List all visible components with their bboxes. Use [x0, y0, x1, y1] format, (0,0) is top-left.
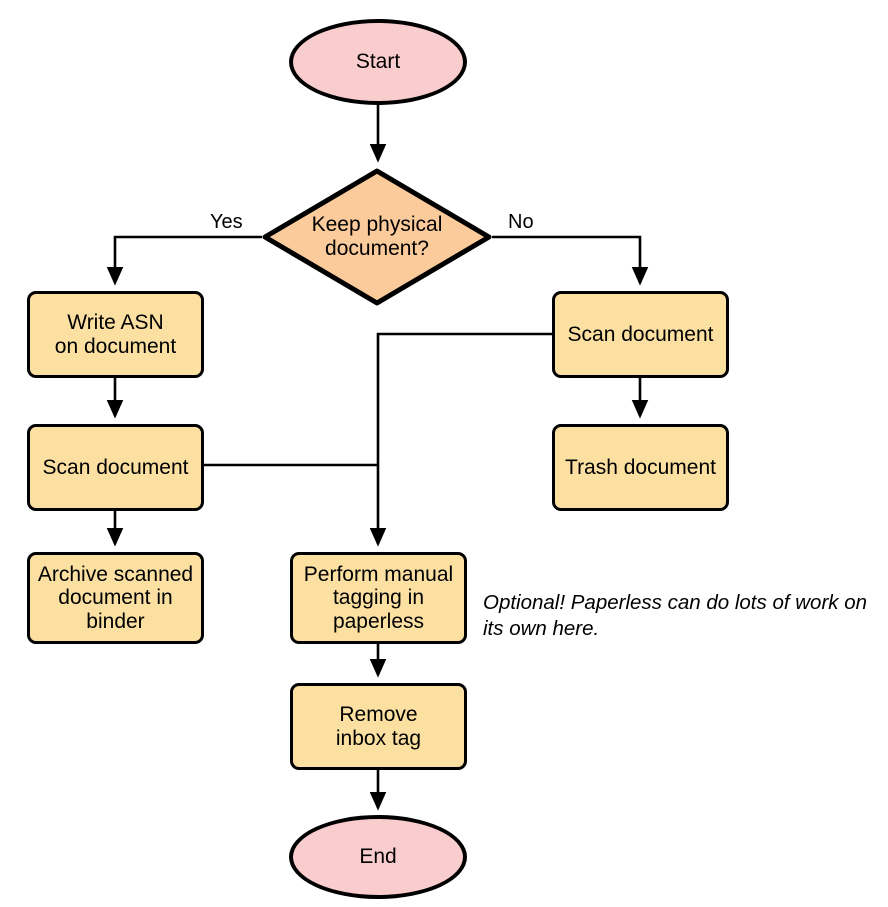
edge-scan-right-to-tagging [369, 332, 552, 547]
node-scan-document-left[interactable]: Scan document [27, 424, 204, 511]
edge-label-no: No [508, 211, 534, 233]
node-decision-label: Keep physical document? [311, 213, 443, 260]
node-scan-document-right[interactable]: Scan document [552, 291, 729, 378]
node-remove-inbox-tag-label: Remove inbox tag [335, 702, 422, 750]
edge-decision-yes-to-write-asn [106, 235, 262, 286]
node-archive-label: Archive scanned document in binder [37, 562, 194, 633]
annotation-optional-paperless: Optional! Paperless can do lots of work … [483, 591, 868, 641]
diamond-shape [262, 168, 492, 306]
node-keep-physical-document-decision[interactable]: Keep physical document? [262, 168, 492, 306]
node-start[interactable]: Start [289, 19, 467, 105]
node-start-label: Start [355, 50, 401, 74]
node-end[interactable]: End [289, 815, 467, 899]
node-remove-inbox-tag[interactable]: Remove inbox tag [290, 683, 467, 770]
node-tagging-label: Perform manual tagging in paperless [303, 562, 454, 633]
node-write-asn-on-document[interactable]: Write ASN on document [27, 291, 204, 378]
node-write-asn-label: Write ASN on document [54, 310, 177, 358]
node-scan-document-right-label: Scan document [567, 322, 714, 346]
node-end-label: End [359, 845, 397, 869]
node-trash-document[interactable]: Trash document [552, 424, 729, 511]
edge-label-yes: Yes [210, 211, 243, 233]
node-perform-manual-tagging-in-paperless[interactable]: Perform manual tagging in paperless [290, 552, 467, 644]
node-archive-scanned-document-in-binder[interactable]: Archive scanned document in binder [27, 552, 204, 644]
edge-decision-no-to-scan-right [492, 235, 649, 286]
node-scan-document-left-label: Scan document [42, 455, 189, 479]
node-trash-document-label: Trash document [565, 455, 716, 479]
